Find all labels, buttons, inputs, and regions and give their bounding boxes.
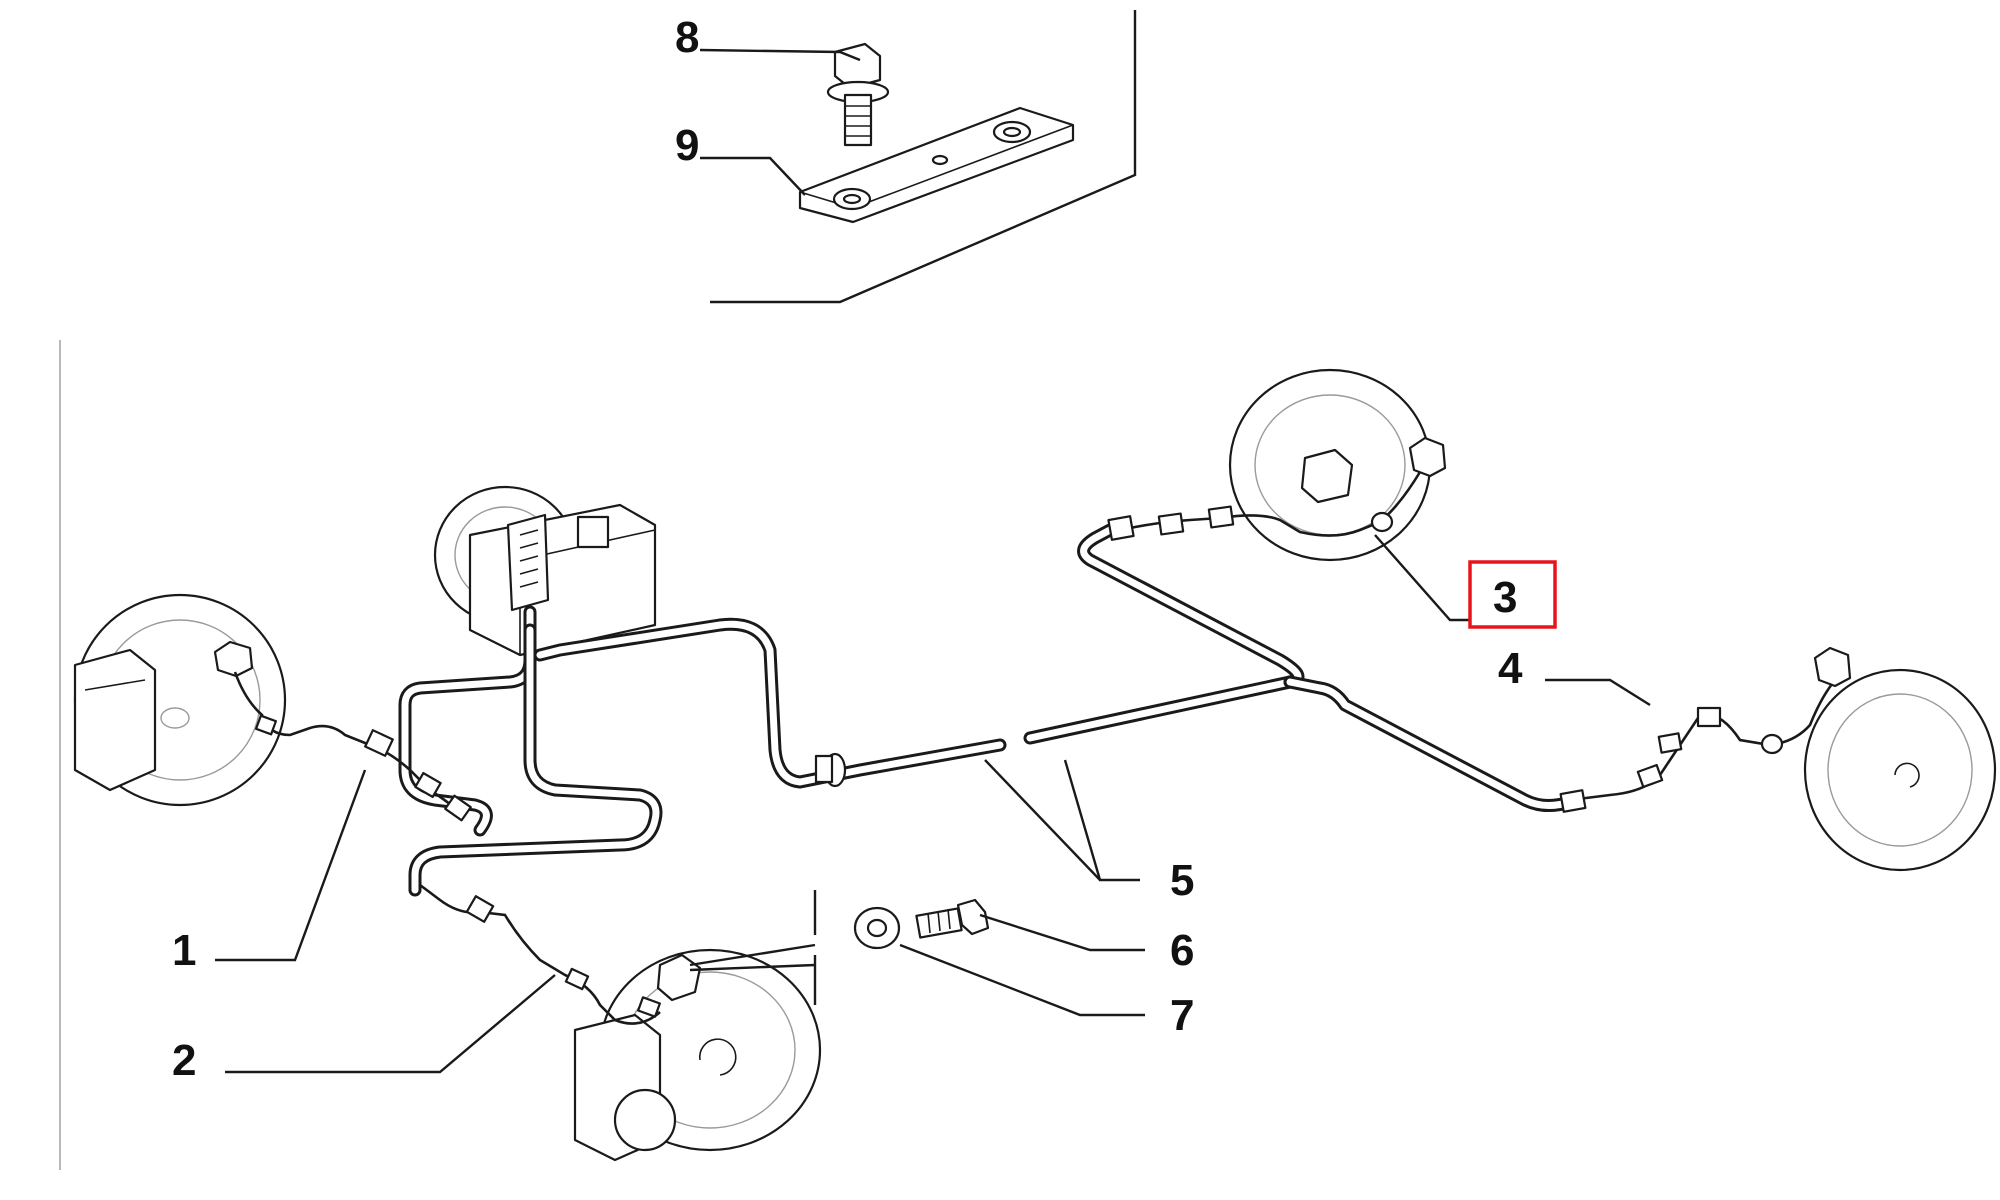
callout-6[interactable]: 6 (1170, 926, 1194, 975)
callout-4[interactable]: 4 (1498, 644, 1523, 693)
front-right-hub (573, 948, 822, 1162)
callout-9[interactable]: 9 (675, 121, 699, 170)
leader-lines (215, 48, 1651, 1074)
rear-right-hub (1803, 668, 1997, 872)
bolt-part-6[interactable] (915, 898, 990, 939)
inset-frame (59, 10, 1137, 1170)
abs-sensor-rear-right-part-4[interactable] (1559, 646, 1852, 813)
abs-sensor-front-right-part-2[interactable] (419, 883, 702, 1025)
rear-left-hub (1228, 368, 1432, 562)
brake-pipe-assembly-part-5[interactable] (398, 523, 1577, 897)
callout-3[interactable]: 3 (1493, 573, 1517, 622)
callout-labels: 8 9 3 4 5 6 7 1 2 (172, 13, 1523, 1085)
abs-sensor-front-left-part-1[interactable] (213, 640, 472, 822)
callout-5[interactable]: 5 (1170, 856, 1194, 905)
callout-7[interactable]: 7 (1170, 991, 1194, 1040)
front-left-hub (73, 593, 287, 807)
callout-3-highlight (1468, 560, 1557, 629)
abs-sensor-rear-left-part-3[interactable] (1107, 436, 1447, 541)
abs-hydraulic-unit (433, 485, 657, 657)
sensor-bracket-indicator (689, 890, 817, 1005)
callout-8[interactable]: 8 (675, 13, 699, 62)
callout-2[interactable]: 2 (172, 1036, 196, 1085)
callout-1[interactable]: 1 (172, 926, 196, 975)
bracket-plate-part-9[interactable] (798, 106, 1075, 224)
washer-part-7[interactable] (853, 906, 901, 950)
